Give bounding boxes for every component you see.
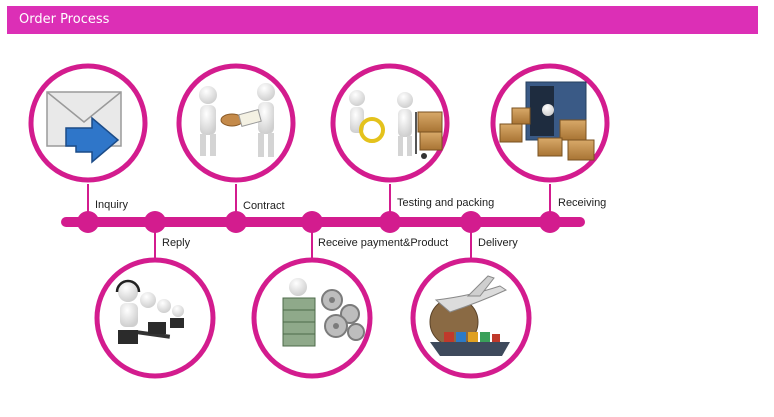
page-title: Order Process	[19, 12, 110, 27]
label-receiving: Receiving	[558, 197, 606, 209]
page-header: Order Process	[7, 6, 758, 34]
label-receive-payment: Receive payment&Product	[318, 237, 448, 249]
node-receiving	[539, 211, 561, 233]
label-contract: Contract	[243, 200, 285, 212]
node-inquiry	[77, 211, 99, 233]
step-receiving	[490, 63, 610, 183]
node-reply	[144, 211, 166, 233]
handshake-contract-icon	[199, 83, 275, 157]
step-testing-packing	[330, 63, 450, 183]
node-receive-payment	[301, 211, 323, 233]
testing-packing-icon	[349, 90, 443, 159]
money-gears-icon	[282, 278, 365, 347]
airplane-ship-icon	[429, 275, 510, 356]
step-receive-payment	[251, 257, 373, 379]
node-delivery	[460, 211, 482, 233]
step-contract	[176, 63, 296, 183]
step-reply	[94, 257, 216, 379]
label-inquiry: Inquiry	[95, 199, 129, 211]
container-boxes-icon	[499, 81, 595, 161]
timeline-nodes	[77, 211, 561, 233]
step-inquiry	[28, 63, 148, 183]
call-center-icon	[115, 279, 184, 344]
step-labels: Inquiry Reply Contract Receive payment&P…	[95, 197, 606, 249]
envelope-reply-icon	[46, 91, 122, 164]
label-testing-packing: Testing and packing	[397, 197, 494, 209]
step-delivery	[410, 257, 532, 379]
node-testing	[379, 211, 401, 233]
label-reply: Reply	[162, 237, 191, 249]
label-delivery: Delivery	[478, 237, 518, 249]
node-contract	[225, 211, 247, 233]
